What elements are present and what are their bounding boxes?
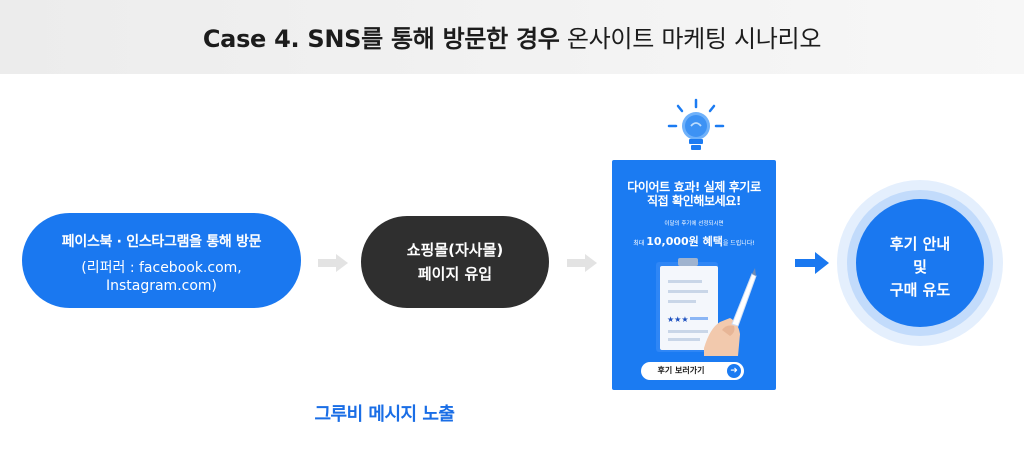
sns-step-title: 페이스북 · 인스타그램을 통해 방문 bbox=[61, 234, 262, 250]
mall-inflow-step: 쇼핑몰(자사몰) 페이지 유입 bbox=[361, 216, 549, 308]
sns-step-referrer-line1: (리퍼러 : facebook.com, bbox=[81, 260, 242, 276]
sns-visit-step: 페이스북 · 인스타그램을 통해 방문 (리퍼러 : facebook.com,… bbox=[22, 213, 301, 308]
banner-headline-line2: 직접 확인해보세요! bbox=[647, 194, 741, 208]
arrow-right-icon: ➜ bbox=[727, 364, 741, 378]
mall-step-line1: 쇼핑몰(자사몰) bbox=[406, 241, 504, 259]
sns-step-referrer-line2: Instagram.com) bbox=[105, 278, 218, 294]
banner-headline: 다이어트 효과! 실제 후기로 직접 확인해보세요! bbox=[612, 180, 776, 208]
benefit-amount: 10,000원 혜택 bbox=[646, 235, 723, 248]
review-cta-button[interactable]: 후기 보러가기 ➜ bbox=[641, 362, 744, 380]
svg-text:★★★: ★★★ bbox=[667, 315, 689, 324]
review-guide-step: 후기 안내 및 구매 유도 bbox=[837, 180, 1003, 346]
banner-benefit: 최대 10,000원 혜택을 드립니다! bbox=[612, 233, 776, 249]
benefit-suffix: 을 드립니다! bbox=[722, 240, 755, 247]
banner-subtext: 이달의 후기에 선정되시면 bbox=[664, 221, 724, 227]
guide-line2: 및 bbox=[913, 258, 927, 276]
page-title: Case 4. SNS를 통해 방문한 경우 온사이트 마케팅 시나리오 bbox=[0, 0, 1024, 74]
guide-core: 후기 안내 및 구매 유도 bbox=[856, 199, 984, 327]
title-rest: 온사이트 마케팅 시나리오 bbox=[566, 25, 822, 53]
flow-arrow-2 bbox=[567, 254, 597, 272]
review-clipboard-illustration: ★★★ bbox=[656, 258, 757, 356]
lightbulb-icon bbox=[667, 98, 725, 150]
guide-line1: 후기 안내 bbox=[889, 235, 951, 253]
title-bold: Case 4. SNS를 통해 방문한 경우 bbox=[202, 25, 560, 53]
mall-step-line2: 페이지 유입 bbox=[417, 265, 493, 283]
flow-arrow-3 bbox=[795, 252, 829, 274]
guide-line3: 구매 유도 bbox=[889, 281, 951, 299]
groobee-message-banner: 다이어트 효과! 실제 후기로 직접 확인해보세요! 이달의 후기에 선정되시면… bbox=[612, 160, 776, 390]
cta-label: 후기 보러가기 bbox=[657, 366, 705, 375]
banner-caption: 그루비 메시지 노출 bbox=[314, 404, 455, 425]
benefit-prefix: 최대 bbox=[633, 240, 645, 247]
flow-arrow-1 bbox=[318, 254, 348, 272]
banner-caption-wrap: 그루비 메시지 노출 bbox=[0, 400, 1024, 426]
banner-headline-line1: 다이어트 효과! 실제 후기로 bbox=[627, 180, 761, 194]
header-band bbox=[0, 0, 1024, 74]
